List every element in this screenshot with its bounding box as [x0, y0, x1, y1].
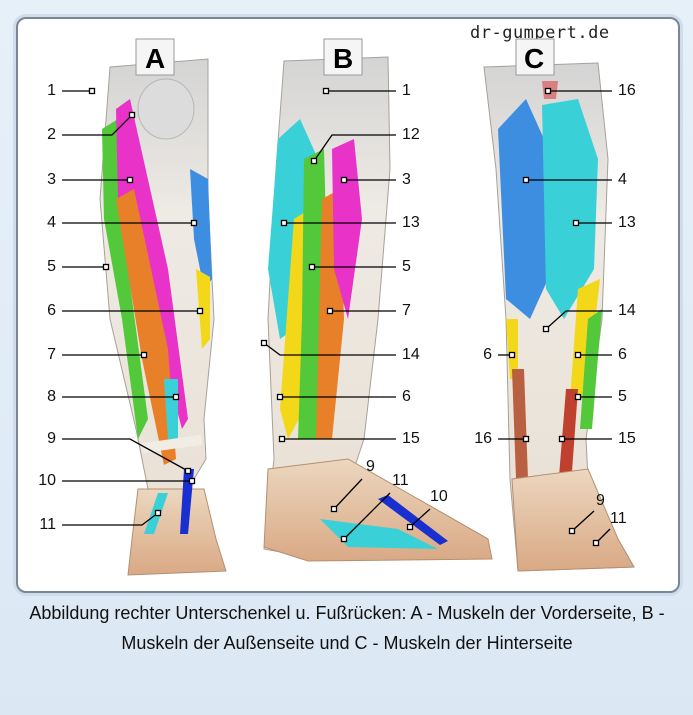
leg-a-foot — [128, 489, 226, 575]
label-b-10: 9 — [366, 458, 375, 475]
panel-letter-c: C — [516, 39, 554, 75]
label-a-10: 10 — [38, 472, 56, 489]
label-a-3: 3 — [47, 171, 56, 188]
label-b-12: 10 — [430, 488, 448, 505]
label-a-8: 8 — [47, 388, 56, 405]
leader-marker-b-11 — [342, 537, 347, 542]
panel-letter-a: A — [136, 39, 174, 75]
leader-marker-a-2 — [130, 113, 135, 118]
leader-marker-a-7 — [142, 353, 147, 358]
label-a-6: 6 — [47, 302, 56, 319]
leader-marker-a-11 — [156, 511, 161, 516]
leader-marker-a-5 — [104, 265, 109, 270]
label-c-1: 16 — [618, 82, 636, 99]
label-b-11: 11 — [392, 472, 409, 489]
leader-marker-b-9 — [280, 437, 285, 442]
label-b-2: 12 — [402, 126, 420, 143]
leg-c-blue-muscle — [498, 99, 548, 319]
leader-marker-b-5 — [310, 265, 315, 270]
label-c-6: 6 — [618, 346, 627, 363]
label-b-8: 6 — [402, 388, 411, 405]
leader-marker-a-9 — [186, 469, 191, 474]
label-c-2: 4 — [618, 171, 627, 188]
label-c-7: 5 — [618, 388, 627, 405]
label-b-1: 1 — [402, 82, 411, 99]
leader-marker-b-7 — [262, 341, 267, 346]
leader-marker-b-12 — [408, 525, 413, 530]
label-c-9: 15 — [618, 430, 636, 447]
leader-marker-c-10 — [570, 529, 575, 534]
label-b-3: 3 — [402, 171, 411, 188]
leg-b — [264, 57, 492, 561]
leader-marker-c-7 — [576, 395, 581, 400]
leader-marker-a-4 — [192, 221, 197, 226]
leader-marker-a-8 — [174, 395, 179, 400]
leg-a — [100, 59, 226, 575]
label-c-8: 16 — [474, 430, 492, 447]
leader-marker-a-10 — [190, 479, 195, 484]
leader-marker-c-1 — [546, 89, 551, 94]
leader-marker-c-8 — [524, 437, 529, 442]
label-a-5: 5 — [47, 258, 56, 275]
label-c-4: 14 — [618, 302, 636, 319]
leg-a-kneecap — [138, 79, 194, 139]
leader-marker-b-4 — [282, 221, 287, 226]
label-a-7: 7 — [47, 346, 56, 363]
panel-letter-b-text: B — [333, 43, 353, 74]
leader-marker-b-10 — [332, 507, 337, 512]
panel-letter-c-text: C — [524, 43, 544, 74]
leader-marker-c-11 — [594, 541, 599, 546]
leader-marker-b-3 — [342, 178, 347, 183]
leader-marker-c-6 — [576, 353, 581, 358]
leader-marker-a-3 — [128, 178, 133, 183]
label-c-5: 6 — [483, 346, 492, 363]
label-b-4: 13 — [402, 214, 420, 231]
label-a-9: 9 — [47, 430, 56, 447]
label-b-6: 7 — [402, 302, 411, 319]
leader-marker-b-1 — [324, 89, 329, 94]
leader-marker-c-3 — [574, 221, 579, 226]
panel-letter-b: B — [324, 39, 362, 75]
panel-letter-a-text: A — [145, 43, 165, 74]
figure-caption: Abbildung rechter Unterschenkel u. Fußrü… — [4, 598, 690, 658]
label-c-3: 13 — [618, 214, 636, 231]
label-c-10: 9 — [596, 492, 605, 509]
leader-marker-b-2 — [312, 159, 317, 164]
label-b-5: 5 — [402, 258, 411, 275]
leader-marker-b-6 — [328, 309, 333, 314]
label-a-11: 11 — [39, 516, 56, 533]
label-a-2: 2 — [47, 126, 56, 143]
label-a-1: 1 — [47, 82, 56, 99]
leader-marker-c-9 — [560, 437, 565, 442]
leg-illustration: A B C 1234567891011112313571461591110164… — [18, 19, 678, 591]
leader-marker-c-5 — [510, 353, 515, 358]
label-b-7: 14 — [402, 346, 420, 363]
leader-marker-c-2 — [524, 178, 529, 183]
leader-marker-a-1 — [90, 89, 95, 94]
label-a-4: 4 — [47, 214, 56, 231]
leader-marker-b-8 — [278, 395, 283, 400]
leader-marker-a-6 — [198, 309, 203, 314]
label-b-9: 15 — [402, 430, 420, 447]
illustration-panel: dr-gumpert.de — [16, 17, 680, 593]
leader-marker-c-4 — [544, 327, 549, 332]
label-c-11: 11 — [610, 510, 627, 527]
